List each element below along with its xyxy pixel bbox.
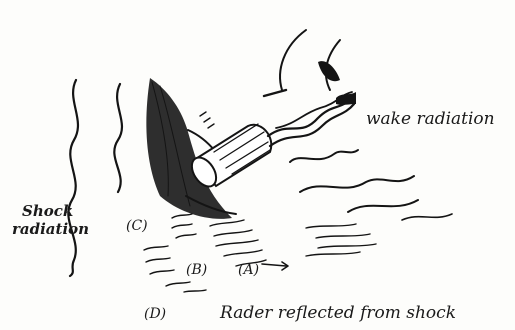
wake-tubes [268, 92, 356, 146]
label-shock-line-1: Shock [22, 202, 73, 220]
label-shock-line-2: radiation [12, 220, 89, 238]
wake-wave-2 [300, 176, 414, 192]
wake-mark-blob [318, 61, 340, 81]
wake-mark-dash [264, 90, 286, 96]
reentry-vehicle [187, 124, 271, 191]
label-wake-radiation: wake radiation [366, 109, 495, 129]
shock-wave-line-2 [114, 84, 122, 192]
shock-wave-line-1 [68, 80, 78, 276]
label-b: (B) [186, 262, 207, 278]
label-radar-reflected: Rader reflected from shock [219, 303, 456, 323]
radar-dashes-c [172, 214, 196, 238]
label-c: (C) [126, 218, 148, 234]
wake-mark-upper-1 [280, 30, 306, 90]
wake-wave-3 [348, 200, 418, 212]
wake-wave-4 [402, 214, 452, 220]
label-d: (D) [144, 306, 166, 322]
wake-wave-1 [290, 150, 358, 162]
radar-lines-right [306, 224, 376, 256]
label-a: (A) [238, 262, 259, 278]
